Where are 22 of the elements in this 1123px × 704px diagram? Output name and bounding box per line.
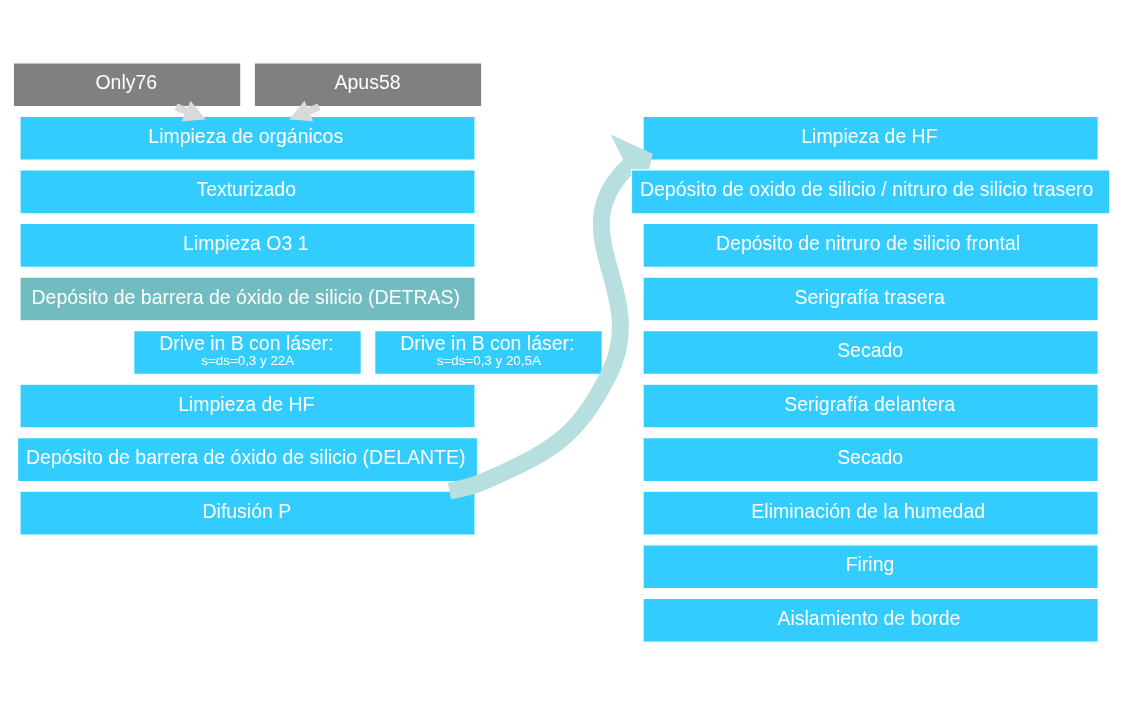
node-box: Drive in B con láser: s=ds=0,3 y 22A [133,329,362,375]
node-box: Texturizado [19,168,476,214]
node-box: Difusión P [19,490,476,536]
node-box: Depósito de oxido de silicio / nitruro de silicio trasero [630,168,1111,214]
node-box: Drive in B con láser: s=ds=0,3 y 20,5A [374,329,603,375]
node-box: Limpieza de orgánicos [19,115,476,161]
node-box: Depósito de barrera de óxido de silicio (DETRAS) [19,275,476,321]
node-box: Eliminación de la humedad [642,490,1099,536]
node-box: Serigrafía trasera [642,275,1099,321]
node-box: Secado [642,329,1099,375]
arrow [447,134,653,499]
node-box: Depósito de barrera de óxido de silicio (DELANTE) [16,436,479,482]
node-box: Limpieza de HF [19,383,476,429]
node-box: Secado [642,436,1099,482]
node-box: Limpieza O3 1 [19,222,476,268]
node-box: Apus58 [253,61,483,107]
node-box: Aislamiento de borde [642,597,1099,643]
node-box: Serigrafía delantera [642,383,1099,429]
node-box: Depósito de nitruro de silicio frontal [642,222,1099,268]
node-box: Only76 [12,61,242,107]
node-box: Limpieza de HF [642,115,1099,161]
node-box: Firing [642,543,1099,589]
